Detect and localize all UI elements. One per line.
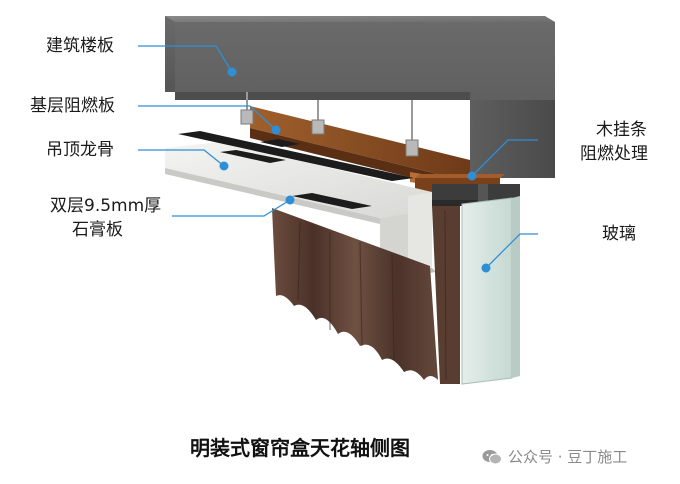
- label-wood-strip-line2: 阻燃处理: [580, 144, 648, 164]
- gypsum-board: [165, 142, 436, 280]
- hanger-rods: [246, 92, 413, 142]
- figure-caption: 明装式窗帘盒天花轴侧图: [190, 436, 410, 460]
- hanger-brackets: [240, 109, 419, 157]
- leader-dots: [219, 67, 491, 273]
- label-glass: 玻璃: [602, 224, 636, 244]
- label-gypsum-line2: 石膏板: [72, 220, 123, 240]
- wechat-icon: [482, 449, 502, 464]
- label-ceiling-keel: 吊顶龙骨: [46, 140, 114, 160]
- label-base-board: 基层阻燃板: [30, 96, 115, 116]
- curtain: [272, 206, 460, 384]
- floor-slab: [165, 16, 555, 178]
- label-floor-slab: 建筑楼板: [46, 36, 114, 56]
- glass-panel: [461, 196, 520, 385]
- watermark-text: 公众号 · 豆丁施工: [508, 448, 628, 466]
- ceiling-keels: [178, 131, 414, 209]
- label-wood-strip-line1: 木挂条: [596, 120, 647, 140]
- label-gypsum-line1: 双层9.5mm厚: [50, 196, 162, 216]
- watermark: 公众号 · 豆丁施工: [482, 446, 627, 467]
- leader-lines: [138, 45, 538, 269]
